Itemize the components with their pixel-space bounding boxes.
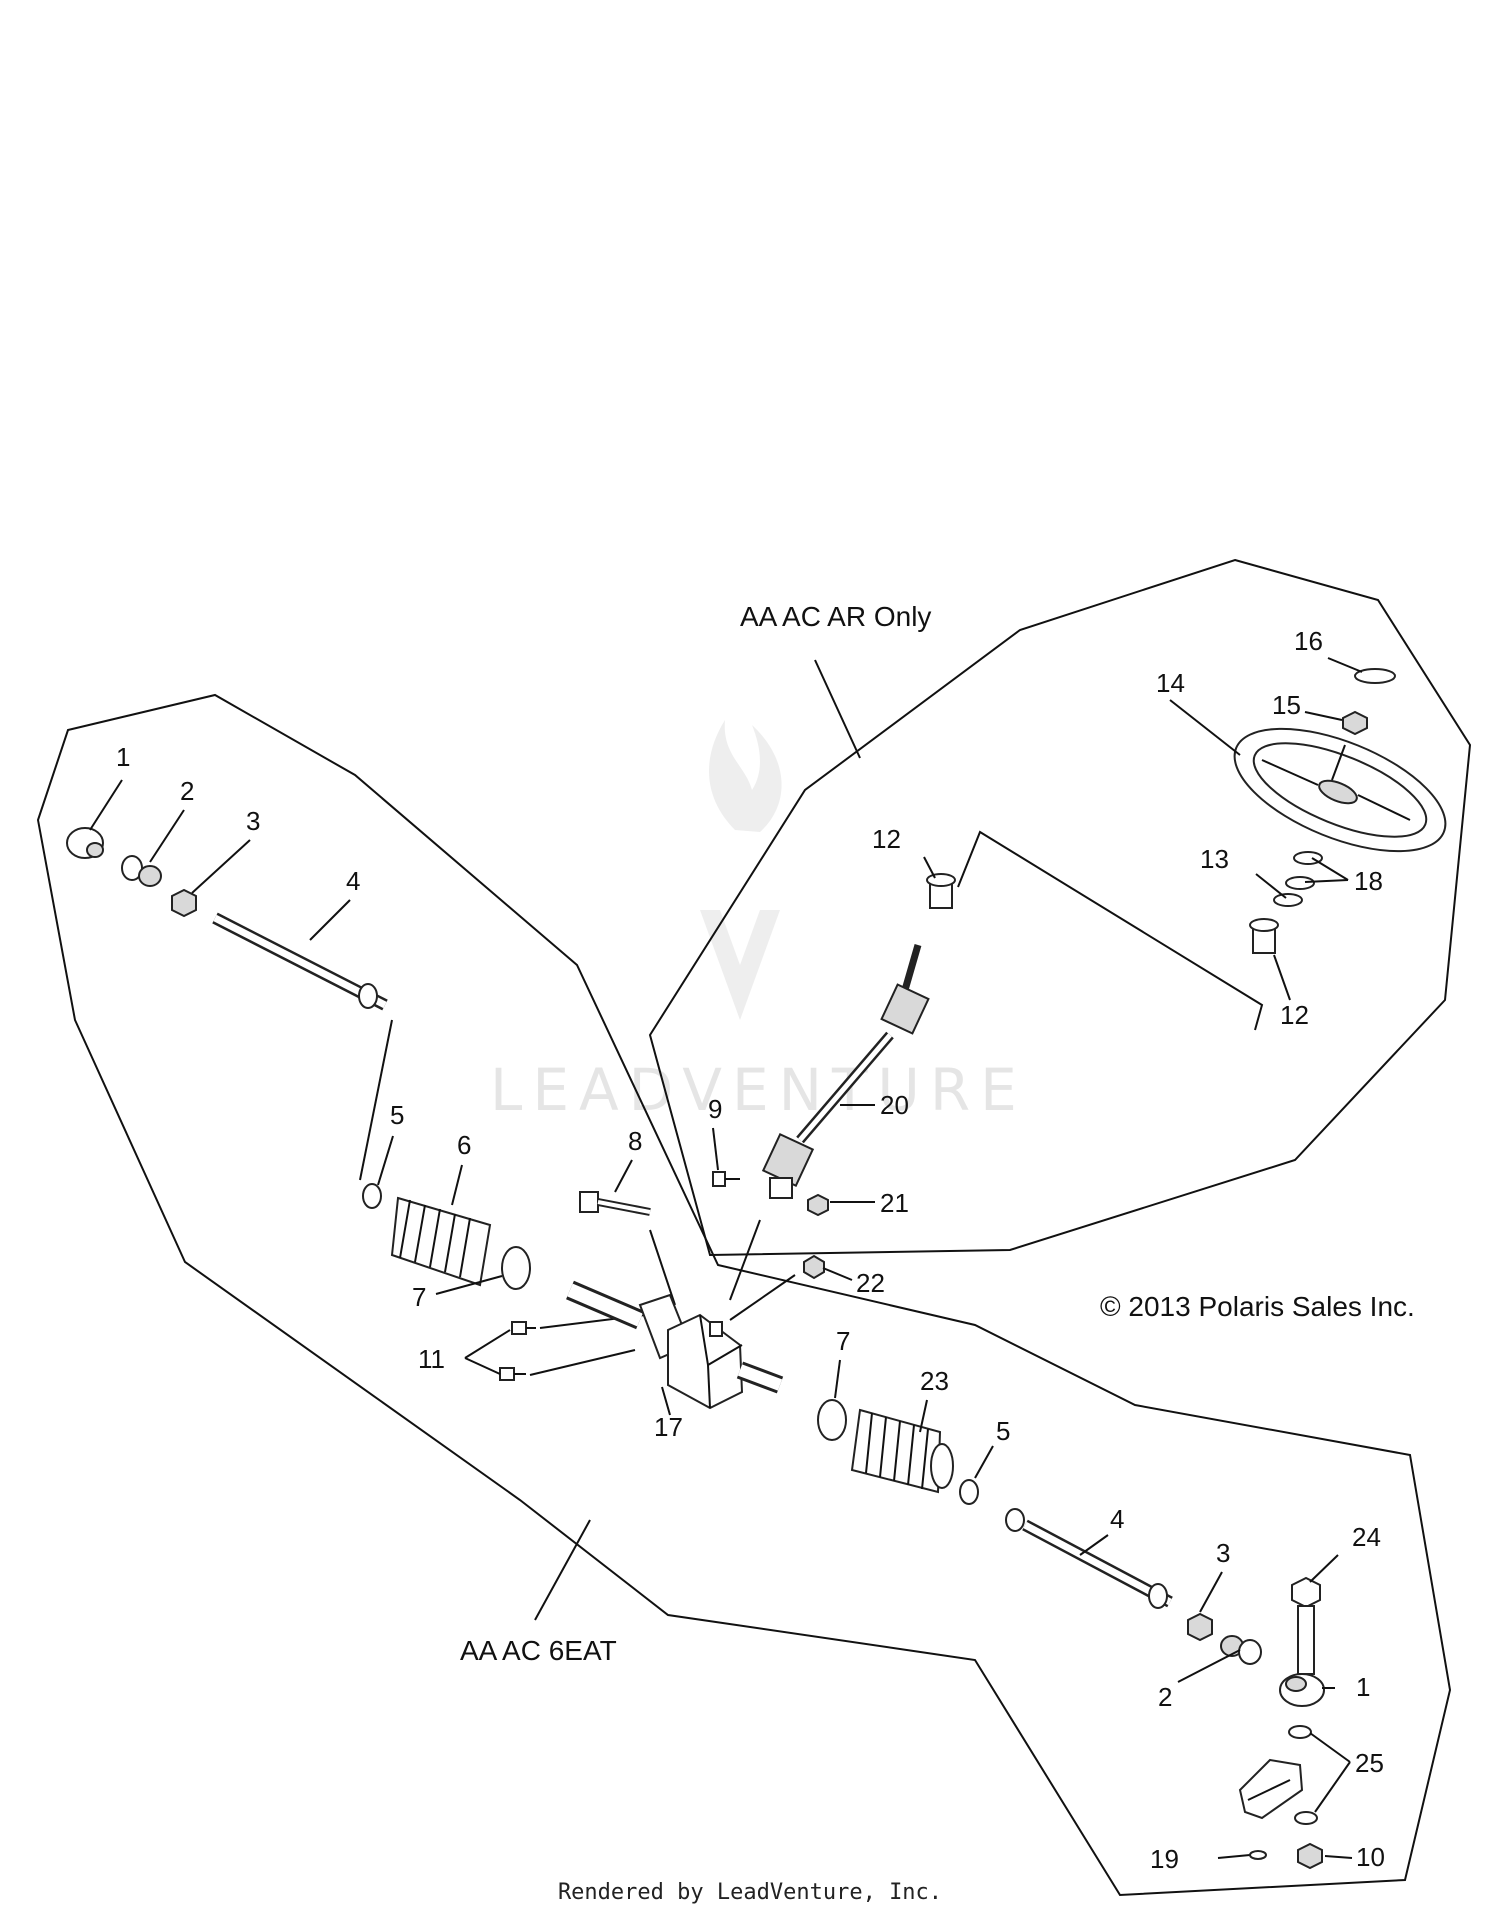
callout-4-left: 4 <box>346 866 360 896</box>
callout-5-right: 5 <box>996 1416 1010 1446</box>
callout-labels: 1 2 3 4 5 6 7 8 9 11 12 12 13 14 15 16 1… <box>116 626 1385 1874</box>
callout-24: 24 <box>1352 1522 1381 1552</box>
bolt-24 <box>1291 1576 1321 1675</box>
upper-group-outline <box>648 558 1472 1257</box>
nut-10 <box>1297 1842 1323 1870</box>
callout-1-left: 1 <box>116 742 130 772</box>
steering-shaft-alignment-line <box>729 1219 761 1301</box>
tie-rod-4-right <box>1005 1508 1173 1609</box>
upper-group-leader <box>814 659 861 759</box>
callout-2-right: 2 <box>1158 1682 1172 1712</box>
watermark-text: LEADVENTURE <box>490 1056 1027 1124</box>
clamp-7-right <box>817 1399 847 1441</box>
callout-13: 13 <box>1200 844 1229 874</box>
callout-6: 6 <box>457 1130 471 1160</box>
callout-12-lower: 12 <box>1280 1000 1309 1030</box>
ball-joint-2-right <box>1220 1635 1262 1665</box>
tie-rod-alignment-line-left <box>359 1019 393 1181</box>
bolt-9 <box>712 1171 740 1187</box>
callout-16: 16 <box>1294 626 1323 656</box>
bushing-connector-line <box>957 830 1264 1031</box>
boot-23 <box>850 1408 954 1494</box>
lower-group-outline <box>36 693 1452 1897</box>
callout-25: 25 <box>1355 1748 1384 1778</box>
bolt-8-alignment-line <box>649 1229 676 1306</box>
copyright-text: © 2013 Polaris Sales Inc. <box>1100 1291 1415 1322</box>
cotter-pin-19 <box>1217 1850 1267 1860</box>
jam-nut-3-right <box>1187 1612 1213 1642</box>
callout-12-upper: 12 <box>872 824 901 854</box>
lower-group-leader <box>534 1519 591 1621</box>
bolt-8 <box>579 1191 651 1216</box>
steering-wheel-nut <box>1342 710 1368 736</box>
callout-17: 17 <box>654 1412 683 1442</box>
callout-20: 20 <box>880 1090 909 1120</box>
callout-4-right: 4 <box>1110 1504 1124 1534</box>
callout-8: 8 <box>628 1126 642 1156</box>
bolt-11b-alignment-line <box>529 1349 636 1376</box>
leadventure-watermark: LEADVENTURE <box>490 720 1027 1124</box>
ball-joint-2-left <box>121 855 162 887</box>
steering-shaft <box>761 944 930 1199</box>
tie-rod-4-left <box>212 912 388 1011</box>
callout-7-left: 7 <box>412 1282 426 1312</box>
rendered-by-footer: Rendered by LeadVenture, Inc. <box>557 1880 943 1905</box>
tie-rod-end-1-right <box>1279 1673 1325 1707</box>
callout-22: 22 <box>856 1268 885 1298</box>
clamp-5-left <box>362 1183 382 1209</box>
bolts-11 <box>499 1321 536 1381</box>
lower-group-label: AA AC 6EAT <box>460 1635 617 1666</box>
callout-3-left: 3 <box>246 806 260 836</box>
nut-22 <box>803 1254 825 1280</box>
washer-25b <box>1294 1811 1318 1825</box>
nut-21 <box>807 1193 829 1217</box>
washer-13 <box>1273 893 1303 907</box>
callout-15: 15 <box>1272 690 1301 720</box>
clamp-5-right <box>959 1479 979 1505</box>
clamp-7-left <box>501 1246 531 1290</box>
washer-25a <box>1288 1725 1312 1739</box>
upper-group-label: AA AC AR Only <box>740 601 931 632</box>
callout-21: 21 <box>880 1188 909 1218</box>
callout-19: 19 <box>1150 1844 1179 1874</box>
bushing-12-upper <box>926 873 956 909</box>
callout-9: 9 <box>708 1094 722 1124</box>
spindle-bracket <box>1238 1758 1304 1820</box>
boot-6 <box>390 1196 492 1287</box>
jam-nut-3-left <box>171 888 197 918</box>
callout-14: 14 <box>1156 668 1185 698</box>
nut-22-alignment-line <box>729 1274 796 1321</box>
callout-5-left: 5 <box>390 1100 404 1130</box>
washer-18b <box>1285 876 1315 890</box>
steering-rack-17 <box>566 1280 784 1410</box>
callout-2-left: 2 <box>180 776 194 806</box>
callout-leaders <box>89 657 1363 1859</box>
callout-18: 18 <box>1354 866 1383 896</box>
callout-23: 23 <box>920 1366 949 1396</box>
callout-11: 11 <box>418 1344 445 1374</box>
callout-7-right: 7 <box>836 1326 850 1356</box>
bushing-12-lower <box>1249 918 1279 954</box>
steering-wheel <box>1233 727 1447 853</box>
callout-10: 10 <box>1356 1842 1385 1872</box>
callout-3-right: 3 <box>1216 1538 1230 1568</box>
callout-1-right: 1 <box>1356 1672 1370 1702</box>
steering-cap <box>1354 668 1396 684</box>
tie-rod-end-1-left <box>66 827 104 859</box>
